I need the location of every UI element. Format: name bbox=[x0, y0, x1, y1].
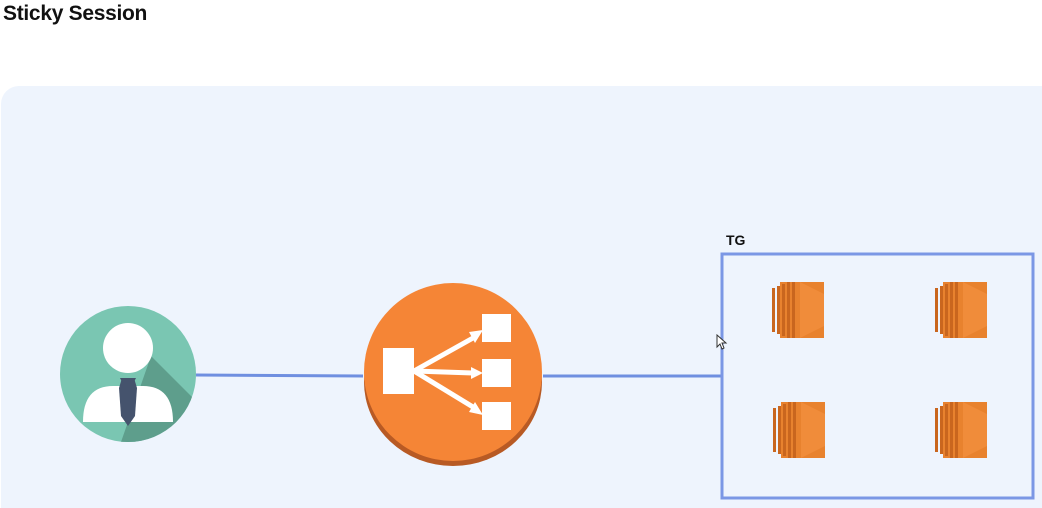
ec2-instance-icon bbox=[935, 282, 987, 338]
user-icon bbox=[60, 306, 196, 442]
ec2-instance-icon bbox=[935, 402, 987, 458]
load-balancer-icon bbox=[364, 283, 542, 466]
ec2-instance-icon bbox=[773, 402, 825, 458]
ec2-instance-icon bbox=[772, 282, 824, 338]
diagram-canvas bbox=[1, 86, 1042, 508]
connector-user-to-lb bbox=[195, 373, 364, 378]
mouse-pointer-icon bbox=[716, 334, 728, 350]
target-group-label: TG bbox=[726, 232, 746, 248]
target-group-box bbox=[720, 252, 1035, 500]
page-title: Sticky Session bbox=[3, 2, 148, 25]
